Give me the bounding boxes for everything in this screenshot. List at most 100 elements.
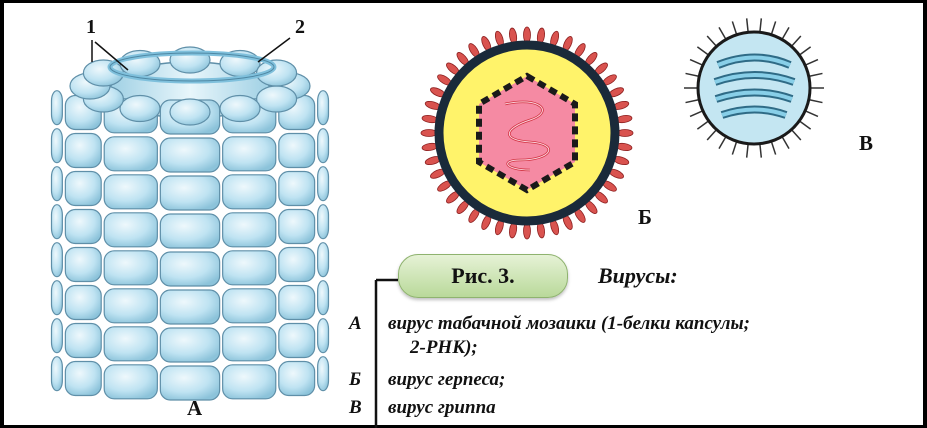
tmv-capsomer-block [223,175,276,209]
tmv-top-capsomer [257,86,297,112]
flu-spike [799,47,810,55]
tmv-capsomer-block [104,175,157,209]
flu-spike [686,100,700,103]
flu-spike [707,130,716,140]
virus-b-label: Б [638,207,652,228]
tmv-capsomers [52,47,329,400]
legend-row-a: вирус табачной мозаики (1-белки капсулы; [388,313,750,335]
tmv-capsomer-block [223,213,276,247]
tmv-capsomer-block [104,327,157,361]
herpes-virus [421,27,633,239]
flu-spike [782,27,789,39]
tmv-capsomer-block [318,129,329,163]
tmv-capsomer-block [104,137,157,171]
flu-spike [719,27,726,39]
tmv-capsomer-block [52,167,63,201]
flu-spike [697,47,708,55]
tmv-capsomer-block [279,209,315,243]
flu-spike [760,18,761,32]
tmv-virus [52,38,329,400]
flu-spike [690,60,703,66]
flu-spike [686,73,700,76]
flu-body [698,32,810,144]
flu-spike [805,60,818,66]
flu-spike [791,130,800,140]
callout-1-label: 1 [86,17,96,37]
flu-spike [809,100,823,103]
tmv-capsomer-block [279,133,315,167]
tmv-capsomer-block [223,365,276,399]
tmv-capsomer-block [160,138,219,172]
tmv-capsomer-block [65,247,101,281]
tmv-capsomer-block [65,171,101,205]
tmv-capsomer-block [104,213,157,247]
figure-caption-badge: Рис. 3. [398,254,568,298]
tmv-capsomer-block [65,133,101,167]
tmv-capsomer-block [65,361,101,395]
tmv-capsomer-block [52,281,63,315]
flu-spike [719,136,726,148]
flu-spike [690,111,703,117]
tmv-top-capsomer [220,96,260,122]
tmv-capsomer-block [160,252,219,286]
tmv-capsomer-block [52,243,63,277]
tmv-capsomer-block [223,251,276,285]
tmv-capsomer-block [65,285,101,319]
legend-row-v: вирус гриппа [388,397,496,419]
tmv-capsomer-block [279,361,315,395]
legend-key-a: А [349,313,362,335]
legend-row-a-continued: 2-РНК); [410,337,478,359]
figure-caption-title: Вирусы: [598,263,678,289]
tmv-capsomer-block [65,209,101,243]
tmv-capsomer-block [160,366,219,400]
tmv-capsomer-block [160,176,219,210]
flu-spike [805,111,818,117]
tmv-capsomer-block [279,247,315,281]
tmv-capsomer-block [279,323,315,357]
flu-spike [799,121,810,129]
flu-spike [809,73,823,76]
tmv-capsomer-block [52,129,63,163]
tmv-capsomer-block [318,205,329,239]
flu-spike [747,18,748,32]
tmv-capsomer-block [223,327,276,361]
tmv-capsomer-block [160,328,219,362]
flu-spike [732,141,736,154]
tmv-capsomer-block [52,91,63,125]
virus-v-label: В [859,133,873,154]
tmv-capsomer-block [104,289,157,323]
flu-spike [791,36,800,46]
tmv-capsomer-block [223,137,276,171]
tmv-capsomer-block [279,171,315,205]
legend-key-v: В [349,397,362,419]
tmv-capsomer-block [160,214,219,248]
tmv-capsomer-block [318,91,329,125]
tmv-capsomer-block [65,323,101,357]
legend-row-b: вирус герпеса; [388,369,505,391]
flu-spike [732,21,736,34]
flu-spike [782,136,789,148]
influenza-virus [684,18,824,157]
tmv-capsomer-block [160,290,219,324]
tmv-capsomer-block [318,281,329,315]
callout-2-label: 2 [295,17,305,37]
tmv-top-capsomer [120,96,160,122]
flu-spike [771,21,775,34]
legend-key-b: Б [349,369,361,391]
tmv-capsomer-block [104,251,157,285]
tmv-capsomer-block [318,243,329,277]
flu-spike [771,141,775,154]
callout-2-line [258,38,290,62]
tmv-capsomer-block [52,357,63,391]
tmv-capsomer-block [52,319,63,353]
flu-spike [707,36,716,46]
flu-spike [760,144,761,158]
tmv-capsomer-block [318,357,329,391]
tmv-capsomer-block [104,365,157,399]
flu-spike [747,144,748,158]
tmv-top-capsomer [170,99,210,125]
tmv-capsomer-block [223,289,276,323]
tmv-capsomer-block [318,319,329,353]
tmv-capsomer-block [318,167,329,201]
